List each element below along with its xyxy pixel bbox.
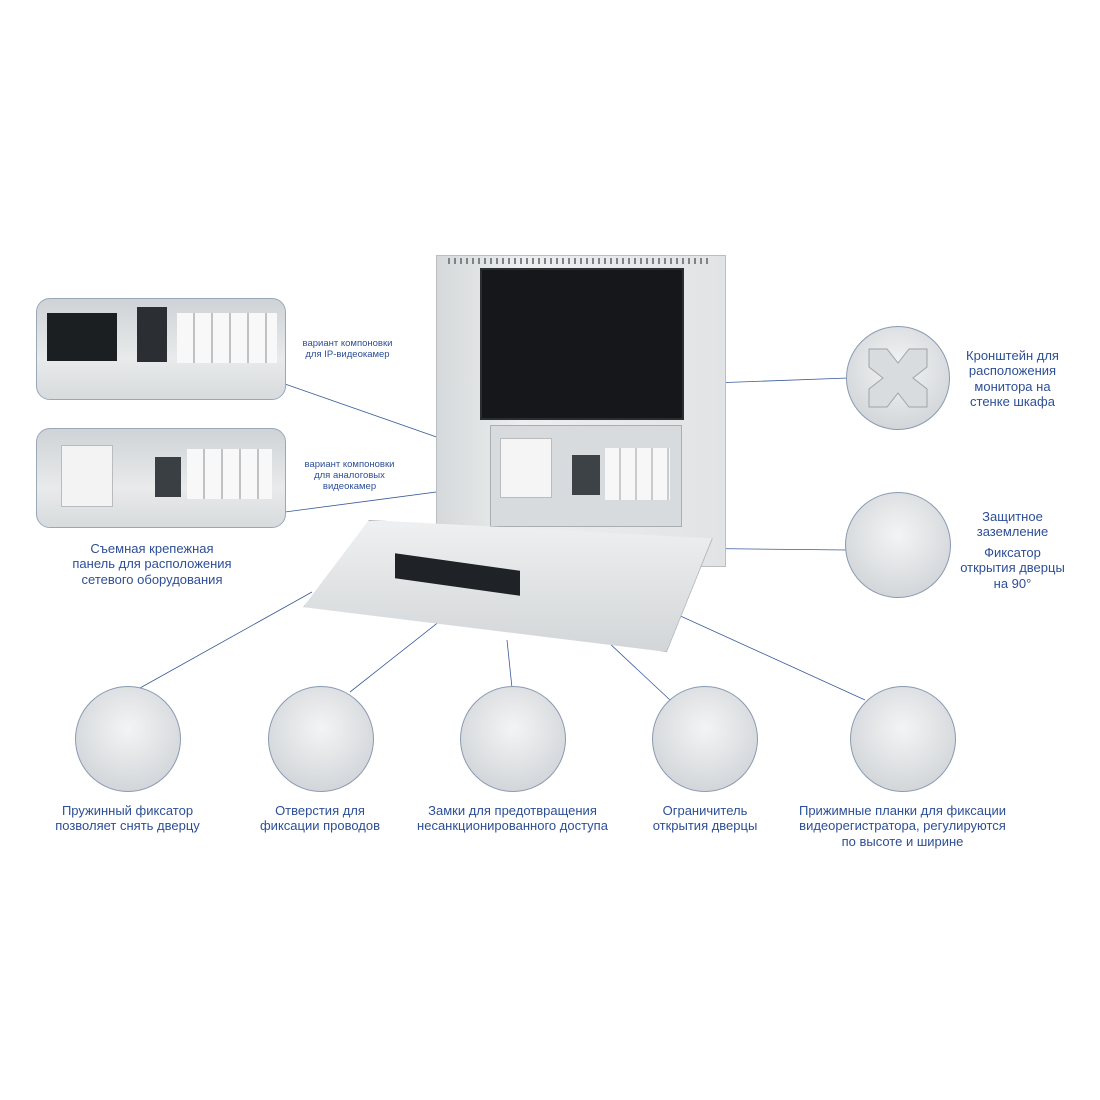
locks-label: Замки для предотвращения несанкционирова… (417, 803, 608, 834)
power-supply (572, 455, 600, 495)
locks-circle (460, 686, 566, 792)
monitor-bracket-label: Кронштейн для расположения монитора на с… (966, 348, 1059, 409)
grounding-label: Защитное заземление (976, 509, 1049, 540)
patch-panel (500, 438, 552, 498)
door-lock-90-label: Фиксатор открытия дверцы на 90° (960, 545, 1065, 591)
door-limiter-label: Ограничитель открытия дверцы (652, 803, 758, 834)
clamp-bars-circle (850, 686, 956, 792)
analog-layout-photo (36, 428, 286, 528)
vent-slots (448, 258, 710, 264)
clamp-bars-label: Прижимные планки для фиксации видеорегис… (798, 803, 1006, 849)
analog-layout-label: вариант компоновки для аналоговых видеок… (304, 459, 395, 493)
breakers (605, 448, 670, 500)
callout-line-locks (506, 639, 513, 689)
spring-latch-label: Пружинный фиксатор позволяет снять дверц… (55, 803, 200, 834)
spring-latch-circle (75, 686, 181, 792)
ip-layout-photo (36, 298, 286, 400)
grounding-circle (845, 492, 951, 598)
callout-line-spring (139, 591, 313, 689)
ip-layout-label: вариант компоновки для IP-видеокамер (302, 338, 393, 361)
wire-holes-circle (268, 686, 374, 792)
wire-holes-label: Отверстия для фиксации проводов (259, 803, 381, 834)
monitor-bracket-circle (846, 326, 950, 430)
monitor (480, 268, 684, 420)
removable-panel-label: Съемная крепежная панель для расположени… (72, 541, 232, 587)
door-limiter-circle (652, 686, 758, 792)
bracket-icon (868, 348, 928, 408)
